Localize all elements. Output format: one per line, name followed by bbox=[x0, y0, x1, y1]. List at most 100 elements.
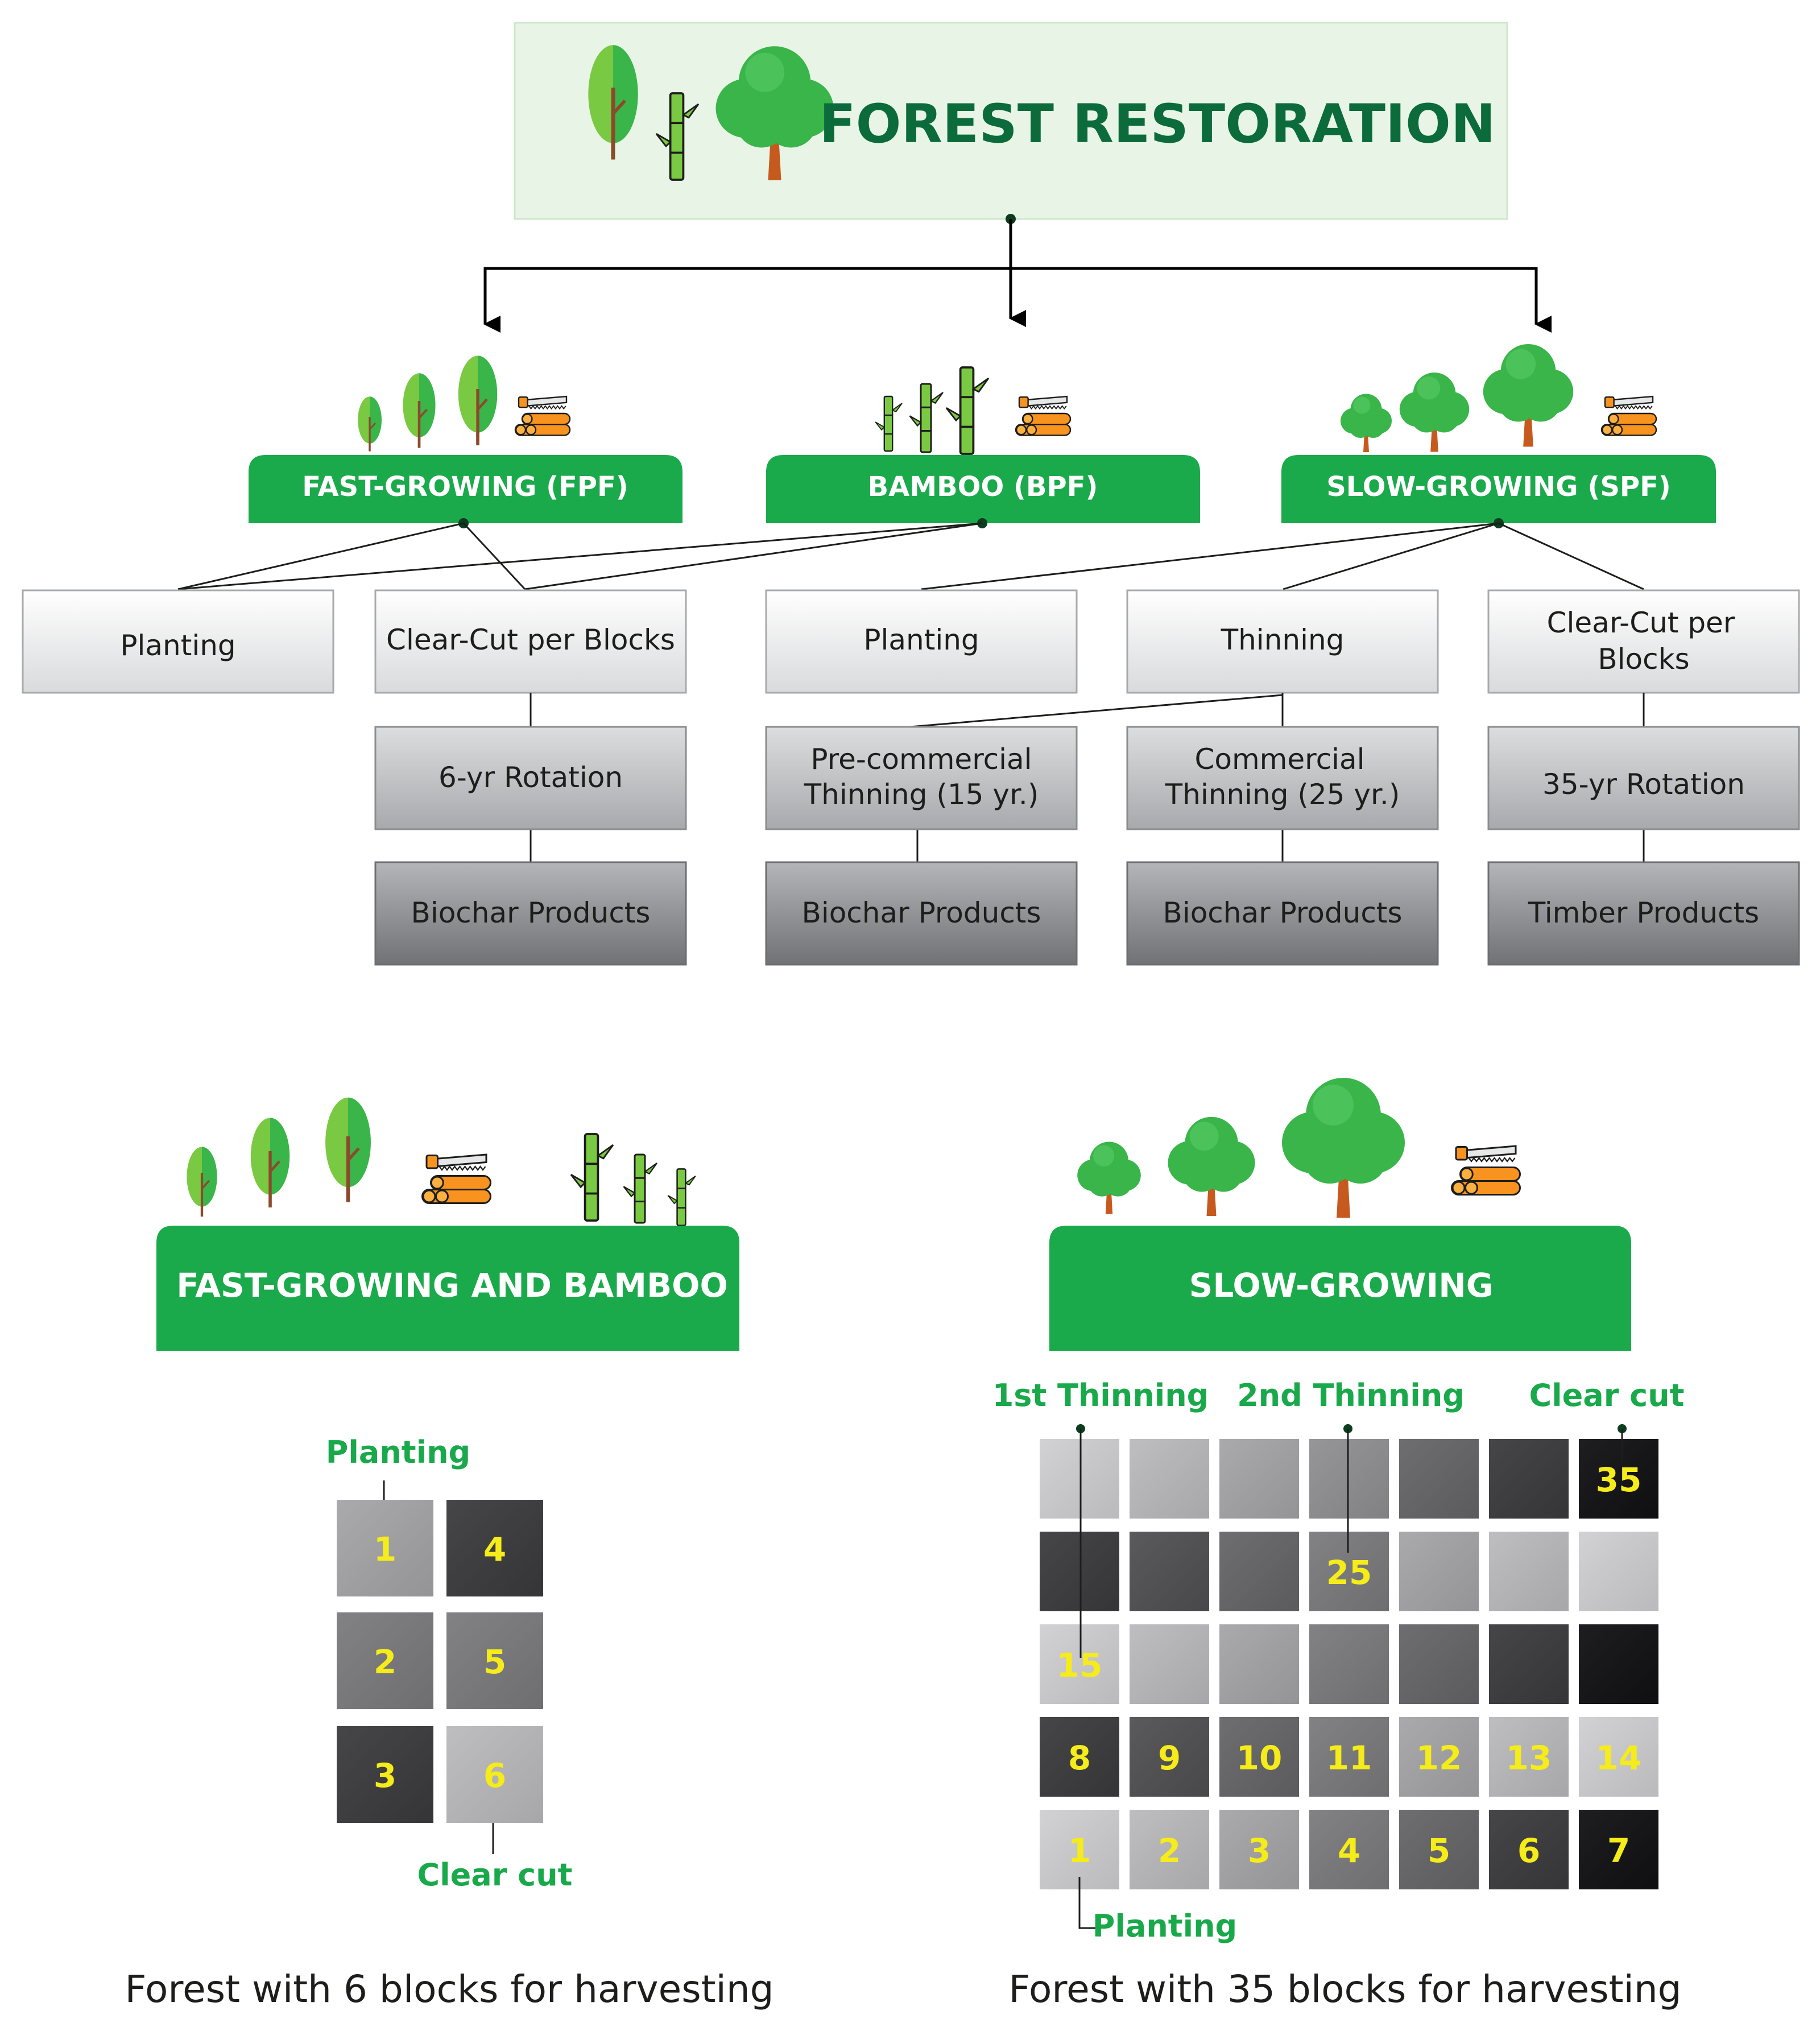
block-number: 13 bbox=[1506, 1739, 1552, 1777]
category-label: FAST-GROWING (FPF) bbox=[302, 471, 628, 503]
box-label: 35-yr Rotation bbox=[1542, 768, 1745, 801]
block-r2-c7 bbox=[1579, 1532, 1658, 1611]
block-r4-c6: 13 bbox=[1489, 1717, 1569, 1797]
second-thinning-label: 2nd Thinning bbox=[1237, 1378, 1465, 1413]
block-r2-c1 bbox=[1040, 1532, 1119, 1611]
box-biochar-precommercial: Biochar Products bbox=[765, 861, 1078, 966]
box-label: Biochar Products bbox=[411, 896, 651, 929]
box-planting-spf: Planting bbox=[765, 589, 1078, 694]
block-number: 4 bbox=[483, 1530, 506, 1569]
block-1: 1 bbox=[337, 1500, 433, 1596]
box-label: Clear-Cut per bbox=[1547, 606, 1735, 639]
block-number: 9 bbox=[1158, 1739, 1181, 1777]
right-caption: Forest with 35 blocks for harvesting bbox=[1008, 1967, 1681, 2011]
grid-pointers bbox=[1076, 1424, 1627, 1929]
block-r5-c7: 7 bbox=[1579, 1810, 1658, 1889]
block-r3-c7 bbox=[1579, 1624, 1658, 1704]
fast-growing-trees-icon bbox=[357, 356, 571, 452]
level-connectors bbox=[530, 693, 1645, 862]
block-r5-c6: 6 bbox=[1489, 1810, 1569, 1889]
box-label: Planting bbox=[120, 629, 235, 662]
block-number: 7 bbox=[1607, 1831, 1630, 1870]
box-label: Thinning (15 yr.) bbox=[804, 778, 1039, 811]
block-r1-c5 bbox=[1399, 1439, 1479, 1519]
block-r3-c2 bbox=[1130, 1624, 1209, 1704]
block-r5-c2: 2 bbox=[1130, 1810, 1209, 1889]
block-r1-c4 bbox=[1309, 1439, 1389, 1519]
block-r3-c4 bbox=[1309, 1624, 1389, 1704]
page-title: FOREST RESTORATION bbox=[819, 93, 1495, 155]
category-label: BAMBOO (BPF) bbox=[868, 471, 1098, 503]
box-label: Pre-commercial bbox=[810, 743, 1032, 776]
block-r4-c1: 8 bbox=[1040, 1717, 1119, 1797]
block-r2-c5 bbox=[1399, 1532, 1479, 1611]
block-r2-c2 bbox=[1130, 1532, 1209, 1611]
bamboo-icon bbox=[874, 366, 1072, 455]
box-biochar-commercial: Biochar Products bbox=[1126, 861, 1439, 966]
box-thinning-spf: Thinning bbox=[1126, 589, 1439, 694]
block-number: 6 bbox=[483, 1756, 506, 1795]
block-r3-c6 bbox=[1489, 1624, 1569, 1704]
box-clear-cut-spf: Clear-Cut per Blocks bbox=[1487, 589, 1800, 694]
banner-fast-growing-bamboo: FAST-GROWING AND BAMBOO bbox=[156, 1226, 739, 1351]
block-r4-c3: 10 bbox=[1219, 1717, 1299, 1797]
planting-label: Planting bbox=[326, 1434, 470, 1470]
block-6: 6 bbox=[446, 1726, 543, 1823]
block-number: 8 bbox=[1068, 1739, 1091, 1777]
header-connectors bbox=[483, 214, 1552, 333]
block-r2-c3 bbox=[1219, 1532, 1299, 1611]
block-number: 2 bbox=[374, 1643, 396, 1681]
block-number: 15 bbox=[1057, 1646, 1103, 1685]
block-r4-c2: 9 bbox=[1130, 1717, 1209, 1797]
block-r1-c6 bbox=[1489, 1439, 1569, 1519]
block-r4-c5: 12 bbox=[1399, 1717, 1479, 1797]
banner-label: SLOW-GROWING bbox=[1189, 1266, 1494, 1305]
box-label: Commercial bbox=[1194, 743, 1364, 776]
block-number: 11 bbox=[1326, 1739, 1372, 1777]
box-label: Blocks bbox=[1598, 643, 1689, 676]
box-timber-products: Timber Products bbox=[1487, 861, 1800, 966]
block-r2-c4: 25 bbox=[1309, 1532, 1389, 1611]
box-6yr-rotation: 6-yr Rotation bbox=[374, 726, 687, 830]
clear-cut-label: Clear cut bbox=[417, 1857, 573, 1893]
block-number: 3 bbox=[374, 1756, 396, 1795]
category-bamboo: BAMBOO (BPF) bbox=[766, 455, 1200, 523]
bottom-left-icons bbox=[185, 1098, 697, 1226]
box-clear-cut-fpf: Clear-Cut per Blocks bbox=[374, 589, 687, 694]
block-r4-c7: 14 bbox=[1579, 1717, 1658, 1797]
block-r3-c3 bbox=[1219, 1624, 1299, 1704]
box-commercial-thinning: Commercial Thinning (25 yr.) bbox=[1126, 726, 1439, 830]
block-number: 3 bbox=[1248, 1831, 1271, 1870]
block-number: 25 bbox=[1326, 1553, 1372, 1592]
block-number: 6 bbox=[1517, 1831, 1540, 1870]
box-label: Clear-Cut per Blocks bbox=[386, 623, 675, 656]
box-biochar-fpf: Biochar Products bbox=[374, 861, 687, 966]
box-label: Planting bbox=[863, 623, 979, 656]
block-number: 12 bbox=[1416, 1739, 1462, 1777]
clear-cut-label-right: Clear cut bbox=[1529, 1378, 1685, 1413]
first-thinning-label: 1st Thinning bbox=[992, 1378, 1209, 1413]
box-label: Thinning bbox=[1221, 623, 1345, 656]
box-label: Biochar Products bbox=[1163, 896, 1403, 929]
category-fast-growing: FAST-GROWING (FPF) bbox=[249, 455, 682, 523]
slow-growing-trees-icon bbox=[1341, 344, 1657, 452]
category-label: SLOW-GROWING (SPF) bbox=[1326, 471, 1671, 503]
block-r5-c5: 5 bbox=[1399, 1810, 1479, 1889]
block-r5-c1: 1 bbox=[1040, 1810, 1119, 1889]
category-slow-growing: SLOW-GROWING (SPF) bbox=[1281, 455, 1716, 523]
bottom-right-icons bbox=[1077, 1078, 1521, 1218]
block-r1-c7: 35 bbox=[1579, 1439, 1658, 1519]
block-number: 10 bbox=[1236, 1739, 1283, 1777]
block-r1-c2 bbox=[1130, 1439, 1209, 1519]
block-r1-c1 bbox=[1040, 1439, 1119, 1519]
block-4: 4 bbox=[446, 1500, 543, 1596]
category-connectors bbox=[177, 518, 1644, 590]
block-number: 5 bbox=[1428, 1831, 1450, 1870]
box-label: 6-yr Rotation bbox=[439, 761, 623, 794]
box-label: Biochar Products bbox=[802, 896, 1041, 929]
block-number: 35 bbox=[1596, 1461, 1642, 1499]
block-3: 3 bbox=[337, 1726, 433, 1823]
banner-label: FAST-GROWING AND BAMBOO bbox=[176, 1266, 728, 1305]
